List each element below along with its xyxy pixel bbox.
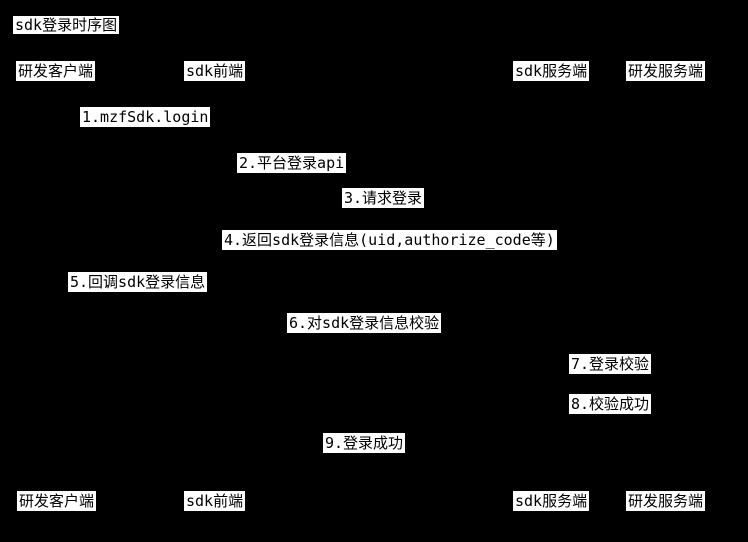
- participant-bottom-rd-server: 研发服务端: [626, 491, 706, 511]
- participant-top-rd-server: 研发服务端: [626, 61, 706, 81]
- participant-bottom-sdk-frontend: sdk前端: [184, 491, 246, 511]
- participant-bottom-rd-client: 研发客户端: [17, 491, 97, 511]
- message-1-mzfsdk-login: 1.mzfSdk.login: [80, 107, 211, 127]
- message-3-request-login: 3.请求登录: [342, 188, 425, 208]
- diagram-title: sdk登录时序图: [13, 16, 120, 34]
- message-5-callback-sdk-login-info: 5.回调sdk登录信息: [68, 272, 208, 292]
- participant-top-sdk-server: sdk服务端: [513, 61, 590, 81]
- message-7-login-verify: 7.登录校验: [569, 354, 652, 374]
- message-6-verify-sdk-login-info: 6.对sdk登录信息校验: [287, 313, 442, 333]
- message-9-login-success: 9.登录成功: [323, 433, 406, 453]
- participant-bottom-sdk-server: sdk服务端: [513, 491, 590, 511]
- message-8-verify-success: 8.校验成功: [569, 394, 652, 414]
- message-4-return-sdk-login-info: 4.返回sdk登录信息(uid,authorize_code等): [222, 230, 557, 250]
- participant-top-rd-client: 研发客户端: [16, 61, 96, 81]
- message-2-platform-login-api: 2.平台登录api: [237, 153, 347, 173]
- participant-top-sdk-frontend: sdk前端: [184, 61, 246, 81]
